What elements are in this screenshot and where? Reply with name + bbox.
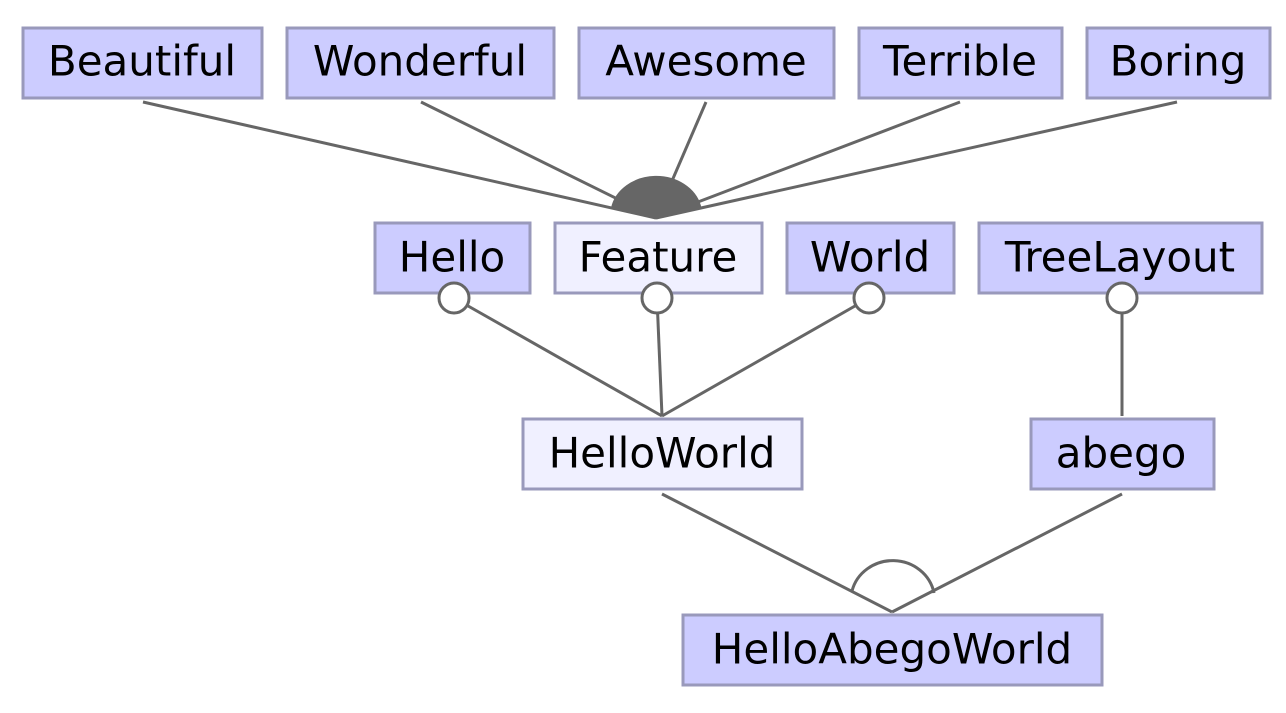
node-hello[interactable]: Hello: [373, 221, 532, 295]
node-awesome[interactable]: Awesome: [577, 26, 836, 100]
node-label-abego: abego: [1056, 429, 1187, 478]
optional-marker-feature: [640, 281, 674, 315]
node-terrible[interactable]: Terrible: [857, 26, 1064, 100]
edges-root-children: [661, 492, 1123, 614]
edge-boring-feature: [655, 100, 1178, 220]
optional-marker-treelayout: [1105, 281, 1139, 315]
node-feature[interactable]: Feature: [553, 221, 764, 295]
node-label-world: World: [810, 233, 930, 282]
optional-markers: [437, 281, 1139, 315]
node-label-helloworld: HelloWorld: [549, 429, 776, 478]
or-group-arc: [610, 175, 702, 220]
edge-hello-helloworld: [453, 296, 663, 418]
node-label-boring: Boring: [1110, 37, 1247, 86]
edge-helloworld-root: [661, 492, 893, 614]
optional-marker-world: [852, 281, 886, 315]
edge-terrible-feature: [655, 100, 961, 220]
optional-marker-hello: [437, 281, 471, 315]
node-label-hello: Hello: [399, 233, 505, 282]
node-label-wonderful: Wonderful: [313, 37, 527, 86]
and-group-arc: [850, 559, 936, 594]
node-label-terrible: Terrible: [882, 37, 1037, 86]
node-label-treelayout: TreeLayout: [1004, 233, 1235, 282]
node-world[interactable]: World: [785, 221, 956, 295]
node-beautiful[interactable]: Beautiful: [21, 26, 264, 100]
node-label-helloabegoworld: HelloAbegoWorld: [712, 625, 1072, 674]
node-abego[interactable]: abego: [1029, 417, 1216, 491]
node-wonderful[interactable]: Wonderful: [285, 26, 556, 100]
node-label-awesome: Awesome: [605, 37, 807, 86]
node-helloworld[interactable]: HelloWorld: [521, 417, 804, 491]
edge-abego-root: [891, 492, 1123, 614]
node-treelayout[interactable]: TreeLayout: [977, 221, 1264, 295]
edge-world-helloworld: [661, 296, 870, 418]
edge-beautiful-feature: [142, 100, 657, 220]
edge-feature-helloworld: [655, 297, 664, 417]
node-label-feature: Feature: [579, 233, 738, 282]
node-label-beautiful: Beautiful: [48, 37, 236, 86]
edges-helloworld-children: [453, 296, 1124, 418]
edges-feature-children: [142, 100, 1178, 220]
node-boring[interactable]: Boring: [1085, 26, 1272, 100]
node-helloabegoworld[interactable]: HelloAbegoWorld: [681, 613, 1104, 687]
